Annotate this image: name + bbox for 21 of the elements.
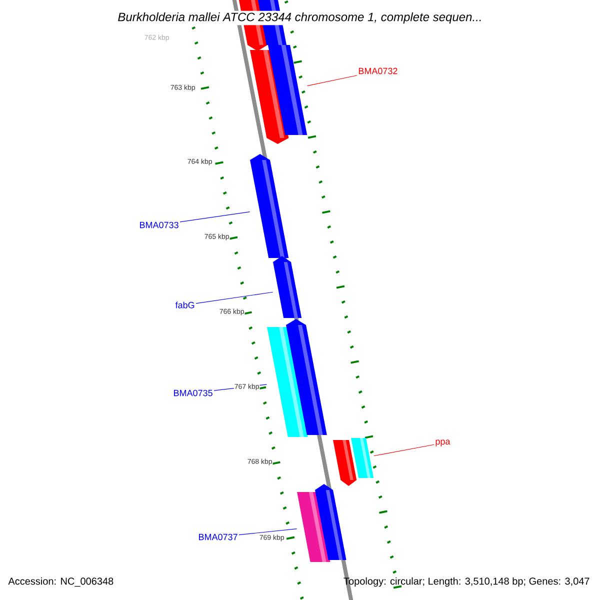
gene-bar: [351, 438, 374, 478]
leader-line: [307, 75, 358, 86]
gene-bar: [273, 256, 302, 318]
leader-line: [180, 212, 250, 222]
gene-label: BMA0735: [174, 390, 212, 396]
gene-label: BMA0733: [140, 222, 178, 228]
gene-label: fabG: [175, 302, 194, 308]
gene-bar: [268, 45, 308, 135]
gene-label: ppa: [436, 440, 450, 446]
leader-line: [374, 444, 434, 456]
accession-text: Accession: NC_006348: [8, 577, 114, 587]
gene-bar: [250, 154, 289, 258]
gene-bar: [333, 440, 357, 486]
gene-label: BMA0732: [358, 68, 398, 74]
leader-line: [238, 528, 298, 536]
gene-label: BMA0737: [199, 534, 238, 540]
leader-line: [196, 292, 274, 304]
gene-bar: [286, 319, 327, 435]
summary-text: Topology: circular; Length: 3,510,148 bp; Genes: 3,047: [344, 577, 590, 587]
gene-bar: [315, 484, 346, 560]
title: Burkholderia mallei ATCC 23344 chromosome 1, complete sequen...: [116, 10, 484, 26]
